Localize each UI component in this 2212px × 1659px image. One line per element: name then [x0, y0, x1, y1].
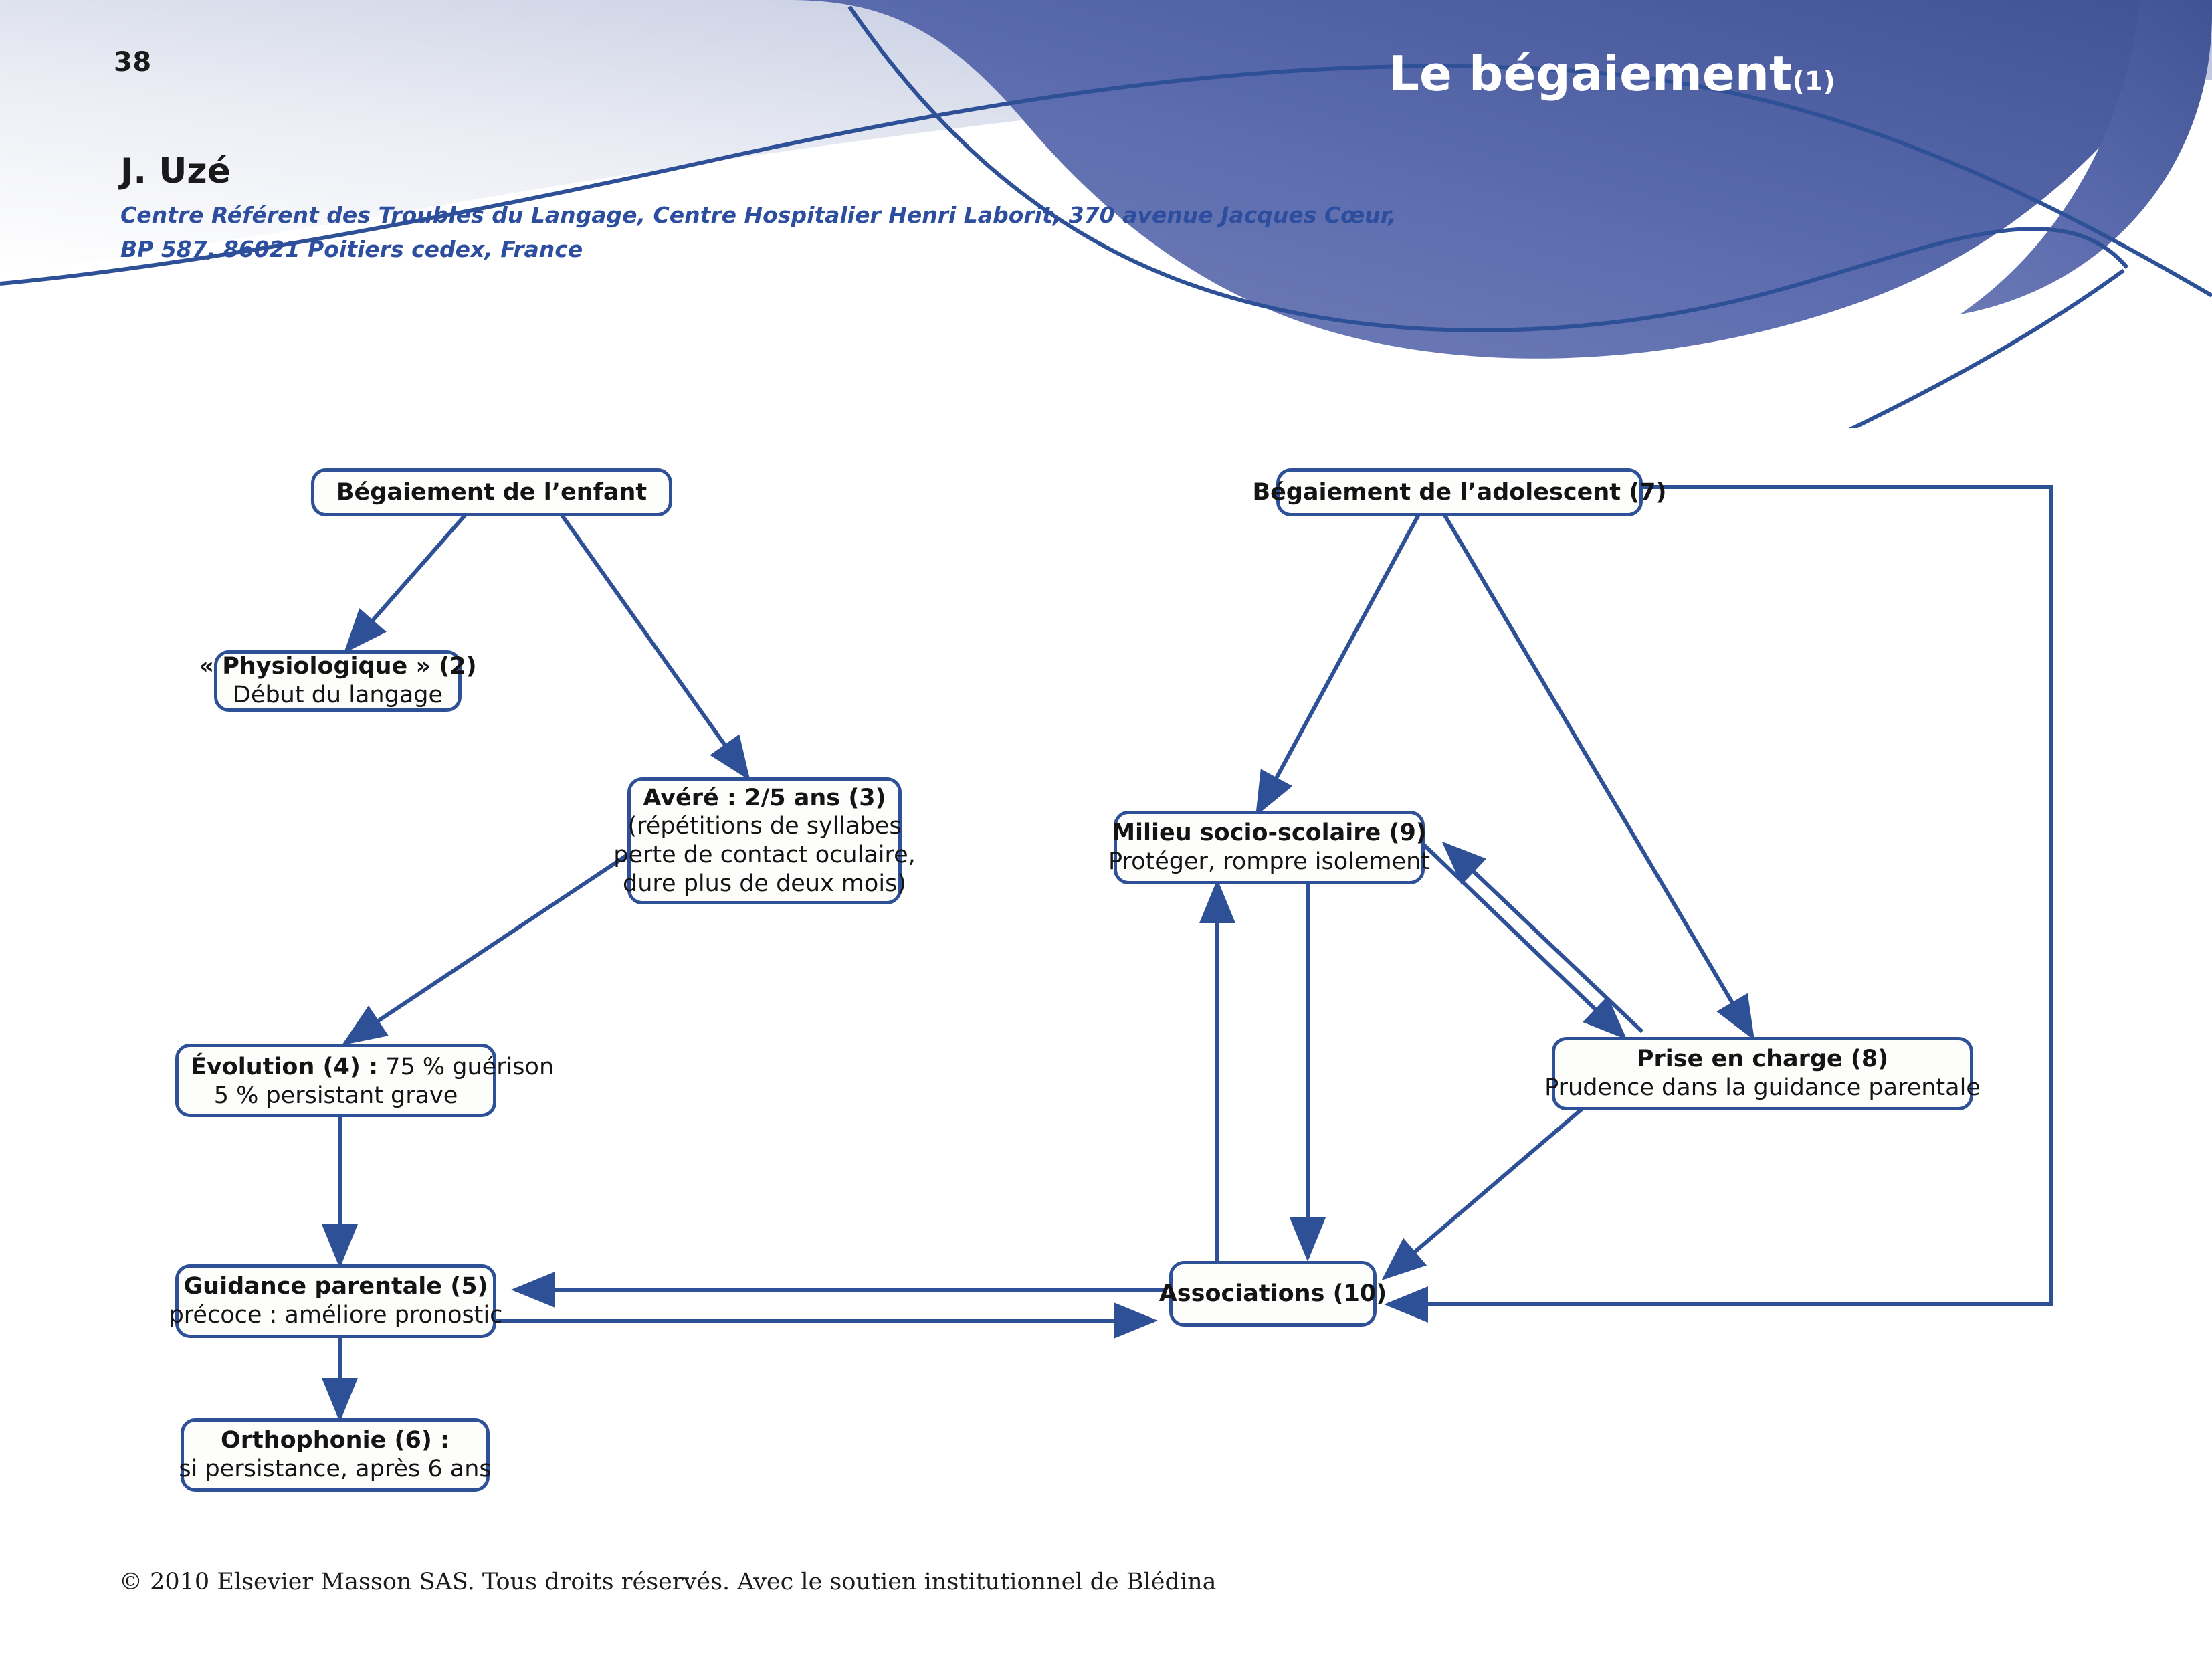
page-title-superscript: (1) [1792, 66, 1835, 97]
node-guidance-parentale[interactable]: Guidance parentale (5) précoce : amélior… [169, 1264, 502, 1338]
edge-n1-n3 [546, 495, 750, 781]
node-line: (répétitions de syllabes [627, 813, 902, 840]
page-number: 38 [114, 47, 152, 78]
header-blue-cap [1806, 0, 2212, 314]
header-decoration [0, 0, 2212, 428]
node-begaiement-adolescent[interactable]: Bégaiement de l’adolescent (7) [1252, 468, 1667, 516]
header-stroke-inner [847, 5, 2129, 332]
node-line-mixed: Évolution (4) : 75 % guérison [191, 1053, 554, 1082]
node-line: si persistance, après 6 ans [179, 1456, 492, 1482]
edge-n1-n2 [344, 495, 484, 654]
node-prise-en-charge[interactable]: Prise en charge (8) Prudence dans la gui… [1544, 1037, 1981, 1110]
header-grey-wave [0, 0, 2212, 274]
node-orthophonie[interactable]: Orthophonie (6) : si persistance, après … [179, 1418, 492, 1492]
node-line: précoce : améliore pronostic [169, 1302, 503, 1329]
page-title: Le bégaiement(1) [1311, 45, 1913, 102]
node-line: dure plus de deux mois) [623, 870, 906, 897]
node-line: Milieu socio-scolaire (9) [1112, 819, 1427, 847]
node-line: Prudence dans la guidance parentale [1544, 1074, 1981, 1101]
author-name: J. Uzé [120, 151, 231, 191]
node-line: Prise en charge (8) [1636, 1046, 1889, 1073]
node-line: Avéré : 2/5 ans (3) [643, 784, 886, 811]
node-line-rest: 75 % guérison [378, 1054, 555, 1080]
node-line: 5 % persistant grave [213, 1082, 458, 1109]
node-line: Orthophonie (6) : [220, 1427, 450, 1454]
node-line: « Physiologique » (2) [199, 653, 477, 680]
node-milieu-socio-scolaire[interactable]: Milieu socio-scolaire (9) Protéger, romp… [1108, 811, 1430, 884]
node-associations[interactable]: Associations (10) [1159, 1261, 1387, 1327]
affiliation-line-2: BP 587, 86021 Poitiers cedex, France [120, 236, 583, 263]
node-physiologique[interactable]: « Physiologique » (2) Début du langage [199, 650, 477, 712]
node-begaiement-enfant[interactable]: Bégaiement de l’enfant [311, 468, 672, 516]
affiliation-line-1: Centre Référent des Troubles du Langage,… [120, 202, 1397, 228]
edge-n7-n8 [1439, 508, 1755, 1041]
node-line: perte de contact oculaire, [613, 842, 916, 868]
copyright-footer: © 2010 Elsevier Masson SAS. Tous droits … [119, 1569, 1217, 1595]
node-line: Bégaiement de l’adolescent (7) [1252, 478, 1667, 506]
node-line: Guidance parentale (5) [183, 1273, 488, 1300]
edge-n9-n8 [1421, 842, 1627, 1040]
node-line-bold: Évolution (4) : [191, 1054, 379, 1080]
edge-n8-n10 [1381, 1098, 1593, 1280]
node-line: Bégaiement de l’enfant [336, 478, 647, 506]
node-line: Associations (10) [1159, 1280, 1387, 1307]
header-stroke-upper [0, 64, 2212, 298]
node-line: Début du langage [232, 682, 443, 708]
edge-n8-n9 [1441, 841, 1644, 1034]
edge-n7-n9 [1255, 508, 1423, 817]
edge-n7-n10-elbow [1384, 485, 2053, 1323]
node-evolution[interactable]: Évolution (4) : 75 % guérison 5 % persis… [175, 1044, 554, 1117]
node-avere[interactable]: Avéré : 2/5 ans (3) (répétitions de syll… [613, 777, 916, 904]
page-title-text: Le bégaiement [1389, 45, 1793, 102]
edge-n3-n4 [342, 850, 633, 1046]
author-affiliation: Centre Référent des Troubles du Langage,… [120, 198, 1458, 266]
node-line: Protéger, rompre isolement [1108, 848, 1430, 875]
